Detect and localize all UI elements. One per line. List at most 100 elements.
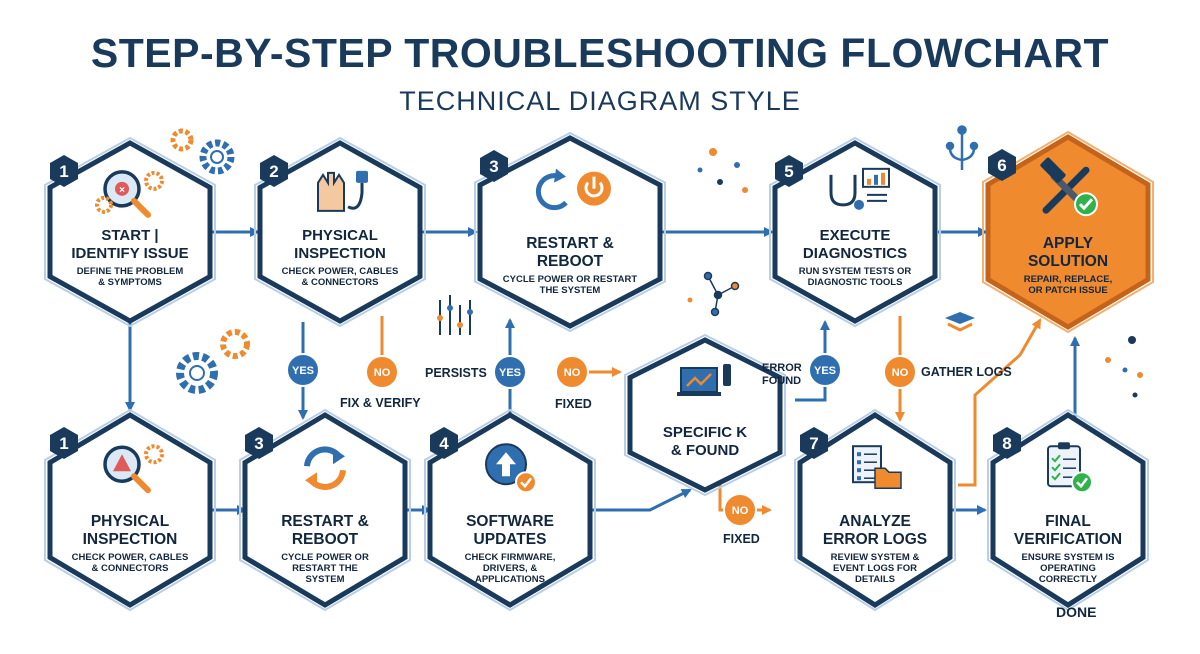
layers-icon [945, 312, 975, 332]
node-hexagon [797, 412, 953, 608]
node-hexagon [47, 412, 213, 608]
no-badge: NO [365, 355, 399, 389]
yes-badge: YES [493, 355, 527, 389]
step-desc-line: DRIVERS, & [483, 563, 538, 574]
step-title-line: DIAGNOSTICS [803, 245, 907, 262]
step-desc-line: & SYMPTOMS [98, 277, 162, 288]
step-desc-line: CHECK POWER, CABLES [72, 552, 189, 563]
node-outer-ring [769, 136, 941, 328]
flowchart-nodes: 1 × START |IDENTIFY ISSUE DEFINE THE PROBLE… [44, 130, 1154, 612]
step-desc-line: ENSURE SYSTEM IS [1022, 552, 1115, 563]
step-number-badge: 4 [430, 427, 458, 459]
step-title-line: RESTART & [526, 235, 614, 252]
step-desc-line: APPLICATIONS [475, 574, 545, 585]
step-desc-line: SYSTEM [305, 574, 344, 585]
step-desc-line: CORRECTLY [1039, 574, 1098, 585]
badge-text: YES [499, 367, 521, 379]
connector-sx-s5 [795, 320, 830, 402]
step-title-line: START | [101, 227, 158, 244]
step-title-line: ANALYZE [839, 513, 911, 530]
node-outer-ring [474, 131, 666, 333]
step-title-line: & FOUND [671, 442, 739, 459]
step-title-line: SPECIFIC K [663, 424, 747, 441]
node-outer-ring [254, 136, 426, 328]
step-node-sx: SPECIFIC K& FOUND [624, 333, 786, 497]
yes-badge: YES [808, 353, 842, 387]
svg-text:×: × [119, 185, 125, 196]
node-outer-ring [44, 408, 216, 612]
step-title-line: INSPECTION [294, 245, 386, 262]
node-hexagon [772, 140, 938, 324]
step-desc-line: & CONNECTORS [302, 277, 379, 288]
node-hexagon [242, 412, 408, 608]
node-outer-ring [624, 333, 786, 497]
step-title-line: REBOOT [292, 531, 359, 548]
step-number-badge: 6 [988, 149, 1016, 181]
step-number-badge: 3 [480, 150, 508, 182]
step-desc-line: DEFINE THE PROBLEM [77, 266, 184, 277]
label-persists: PERSISTS [425, 366, 487, 380]
label-gather-logs: GATHER LOGS [921, 365, 1012, 379]
step-desc-line: OR PATCH ISSUE [1028, 285, 1107, 296]
step-number: 8 [1002, 434, 1011, 453]
step-desc-line: CHECK FIRMWARE, [465, 552, 556, 563]
log-folder-icon [852, 445, 902, 489]
label-fixed-1: FIXED [555, 397, 592, 411]
node-outer-ring [424, 408, 596, 612]
label-fixed-2: FIXED [723, 532, 760, 546]
step-number-badge: 1 [50, 427, 78, 459]
no-badge: NO [883, 355, 917, 389]
badge-text: YES [814, 365, 836, 377]
step-title-line: REBOOT [537, 253, 604, 270]
node-outer-ring [239, 408, 411, 612]
badge-text: NO [732, 505, 749, 517]
laptop-chart-icon [677, 364, 731, 396]
stethoscope-chart-icon [829, 167, 890, 210]
gear-cluster-middle-icon [176, 329, 250, 394]
step-node-s1a: 1 × START |IDENTIFY ISSUE DEFINE THE PROBLE… [44, 136, 216, 328]
label-fix-verify: FIX & VERIFY [340, 396, 421, 410]
node-outer-ring [987, 408, 1149, 612]
step-desc-line: CYCLE POWER OR [281, 552, 369, 563]
step-title-line: IDENTIFY ISSUE [71, 245, 188, 262]
step-desc-line: CHECK POWER, CABLES [282, 266, 399, 277]
step-title-line: SOFTWARE [466, 513, 554, 530]
step-desc-line: DIAGNOSTIC TOOLS [808, 277, 903, 288]
step-number: 1 [59, 162, 68, 181]
step-number-badge: 5 [775, 155, 803, 187]
step-desc-line: THE SYSTEM [540, 285, 601, 296]
step-desc-line: REVIEW SYSTEM & [831, 552, 920, 563]
restart-power-icon [535, 168, 611, 211]
step-title-line: ERROR LOGS [823, 531, 927, 548]
node-hexagon [477, 135, 663, 329]
node-hexagon [257, 140, 423, 324]
label-error: ERROR [762, 362, 802, 374]
step-number: 3 [489, 157, 498, 176]
step-number: 4 [439, 434, 449, 453]
step-number-badge: 2 [260, 155, 288, 187]
no-badge: NO [555, 355, 589, 389]
branch-icon [945, 125, 979, 170]
node-hexagon [47, 140, 213, 324]
step-desc-line: RUN SYSTEM TESTS OR [799, 266, 912, 277]
magnifier-gear-icon: × [95, 170, 164, 218]
network-nodes-icon [687, 271, 740, 317]
page-subtitle: TECHNICAL DIAGRAM STYLE [399, 86, 801, 116]
connector-s7-s6 [958, 318, 1042, 487]
step-desc-line: EVENT LOGS FOR [833, 563, 917, 574]
step-desc-line: OPERATING [1040, 563, 1096, 574]
label-found: FOUND [762, 375, 801, 387]
hand-cable-icon [317, 170, 368, 212]
node-outer-ring [982, 130, 1154, 334]
step-title-line: APPLY [1043, 235, 1094, 252]
step-number: 7 [809, 434, 818, 453]
step-title-line: PHYSICAL [302, 227, 378, 244]
step-desc-line: CYCLE POWER OR RESTART [503, 274, 638, 285]
